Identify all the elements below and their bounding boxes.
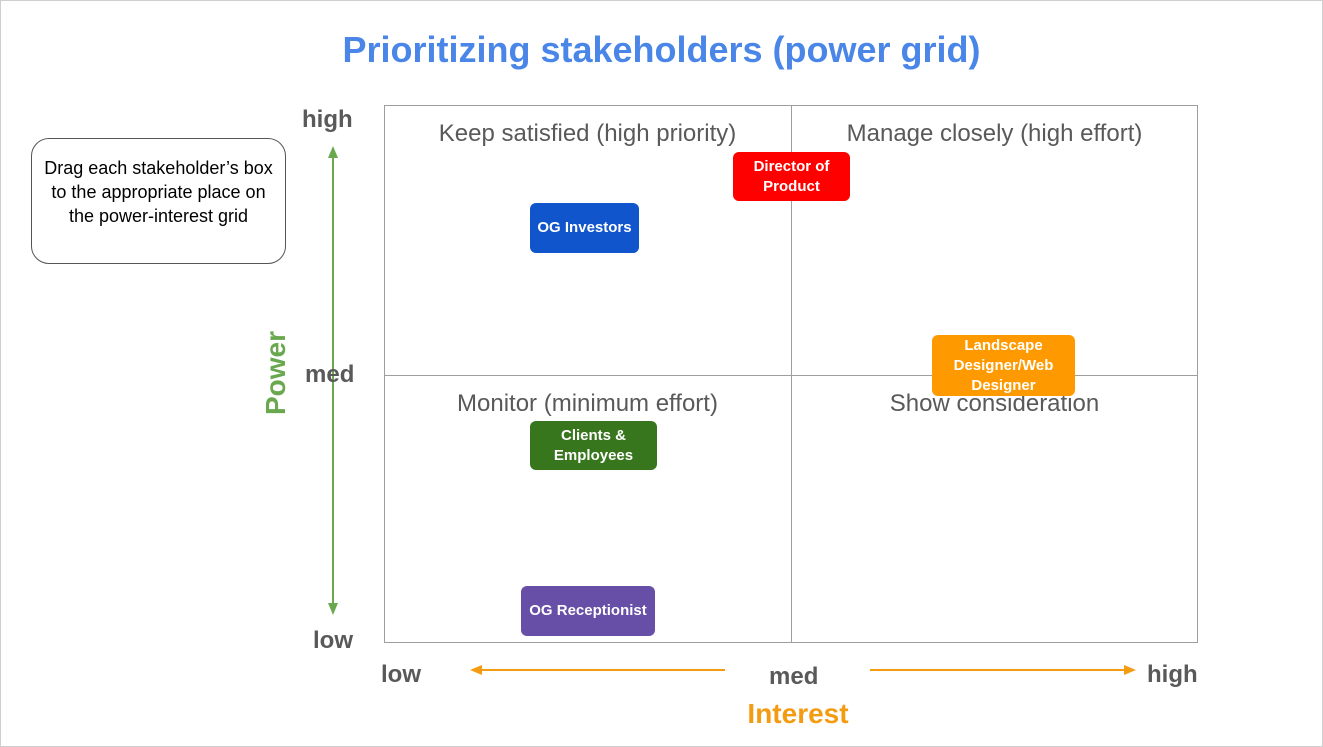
power-tick-high: high <box>302 106 353 133</box>
power-axis-title: Power <box>260 330 291 416</box>
interest-tick-high: high <box>1147 661 1198 688</box>
slide-title: Prioritizing stakeholders (power grid) <box>342 29 981 70</box>
interest-axis-right-arrow <box>870 665 1136 675</box>
interest-tick-med: med <box>769 663 819 690</box>
grid-horizontal-divider <box>385 375 1197 376</box>
power-tick-med: med <box>305 361 355 388</box>
power-interest-grid <box>384 105 1198 643</box>
instructions-box: Drag each stakeholder’s box to the appro… <box>31 138 286 264</box>
power-tick-low: low <box>313 627 353 654</box>
stakeholder-landscape-web-designer[interactable]: Landscape Designer/Web Designer <box>932 335 1075 396</box>
stakeholder-director-of-product[interactable]: Director of Product <box>733 152 850 201</box>
interest-tick-low: low <box>381 661 421 688</box>
interest-axis-title: Interest <box>747 698 849 729</box>
quadrant-label-monitor: Monitor (minimum effort) <box>457 390 718 417</box>
stakeholder-clients-employees[interactable]: Clients & Employees <box>530 421 657 470</box>
interest-axis-left-arrow <box>470 665 725 675</box>
quadrant-label-keep-satisfied: Keep satisfied (high priority) <box>438 120 737 147</box>
quadrant-label-manage-closely: Manage closely (high effort) <box>846 120 1143 147</box>
stakeholder-og-receptionist[interactable]: OG Receptionist <box>521 586 655 636</box>
grid-vertical-divider <box>791 106 792 642</box>
stakeholder-og-investors[interactable]: OG Investors <box>530 203 639 253</box>
